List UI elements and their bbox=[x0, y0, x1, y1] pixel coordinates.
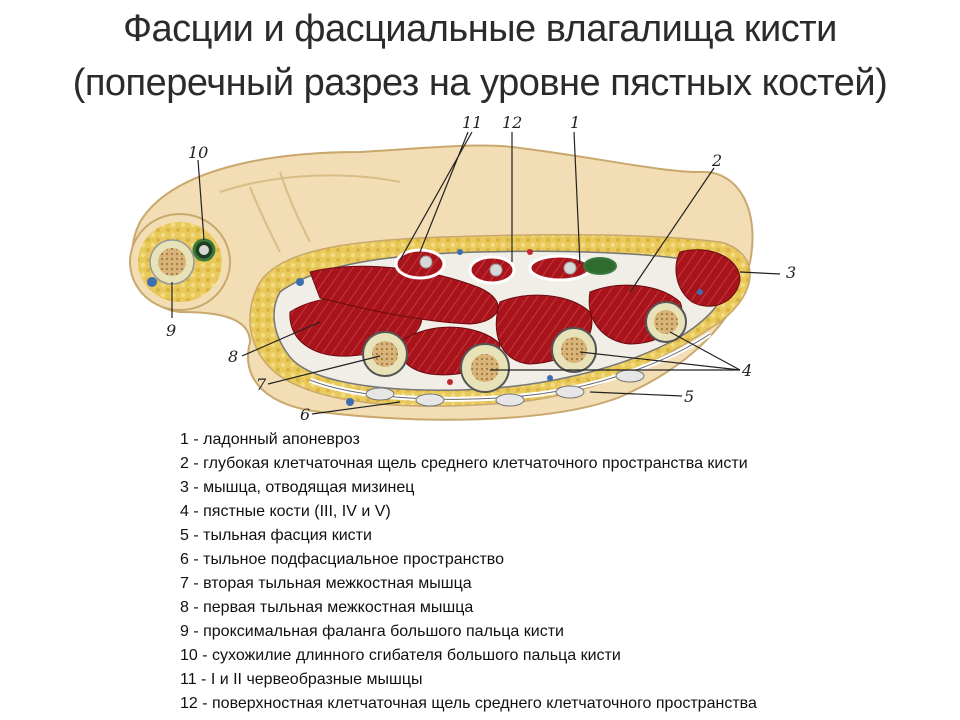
callout-10: 10 bbox=[188, 143, 208, 162]
legend-list: 1 - ладонный апоневроз 2 - глубокая клет… bbox=[180, 428, 900, 716]
callout-6: 6 bbox=[300, 405, 310, 424]
metacarpal-bones bbox=[362, 301, 687, 393]
legend-item: 2 - глубокая клетчаточная щель среднего … bbox=[180, 455, 748, 472]
callout-5: 5 bbox=[684, 387, 694, 406]
callout-1: 1 bbox=[570, 113, 580, 132]
vessels bbox=[296, 249, 703, 406]
legend-item: 6 - тыльное подфасциальное пространство bbox=[180, 551, 505, 568]
slide-title: Фасции и фасциальные влагалища кисти bbox=[123, 8, 837, 50]
callout-7: 7 bbox=[256, 375, 267, 394]
callout-4: 4 bbox=[741, 361, 752, 380]
legend-item: 8 - первая тыльная межкостная мышца bbox=[180, 599, 474, 616]
hand-cross-section-figure: 10 9 11 12 1 2 3 4 5 6 7 8 bbox=[100, 112, 820, 432]
thumb-section bbox=[129, 213, 231, 311]
hand-cross-section-svg: 10 9 11 12 1 2 3 4 5 6 7 8 bbox=[129, 113, 796, 424]
legend-item: 4 - пястные кости (III, IV и V) bbox=[180, 503, 391, 520]
callout-3: 3 bbox=[786, 263, 796, 282]
lumbrical-tendons bbox=[394, 248, 617, 285]
slide-subtitle: (поперечный разрез на уровне пястных кос… bbox=[72, 62, 888, 104]
abductor-digiti-minimi bbox=[675, 249, 741, 307]
callout-11: 11 bbox=[462, 113, 482, 132]
legend-item: 9 - проксимальная фаланга большого пальц… bbox=[180, 623, 564, 640]
callout-8: 8 bbox=[228, 347, 238, 366]
legend-item: 7 - вторая тыльная межкостная мышца bbox=[180, 575, 472, 592]
callout-12: 12 bbox=[502, 113, 522, 132]
leader-lines bbox=[171, 131, 781, 415]
dorsal-tendons bbox=[365, 369, 645, 407]
callout-2: 2 bbox=[711, 151, 722, 170]
legend-item: 3 - мышца, отводящая мизинец bbox=[180, 479, 415, 496]
legend-item: 12 - поверхностная клетчаточная щель сре… bbox=[180, 695, 757, 712]
legend-item: 11 - I и II червеобразные мышцы bbox=[180, 671, 423, 688]
legend-item: 10 - сухожилие длинного сгибателя большо… bbox=[180, 647, 621, 664]
callout-9: 9 bbox=[166, 321, 176, 340]
legend-item: 1 - ладонный апоневроз bbox=[180, 431, 360, 448]
legend-item: 5 - тыльная фасция кисти bbox=[180, 527, 372, 544]
